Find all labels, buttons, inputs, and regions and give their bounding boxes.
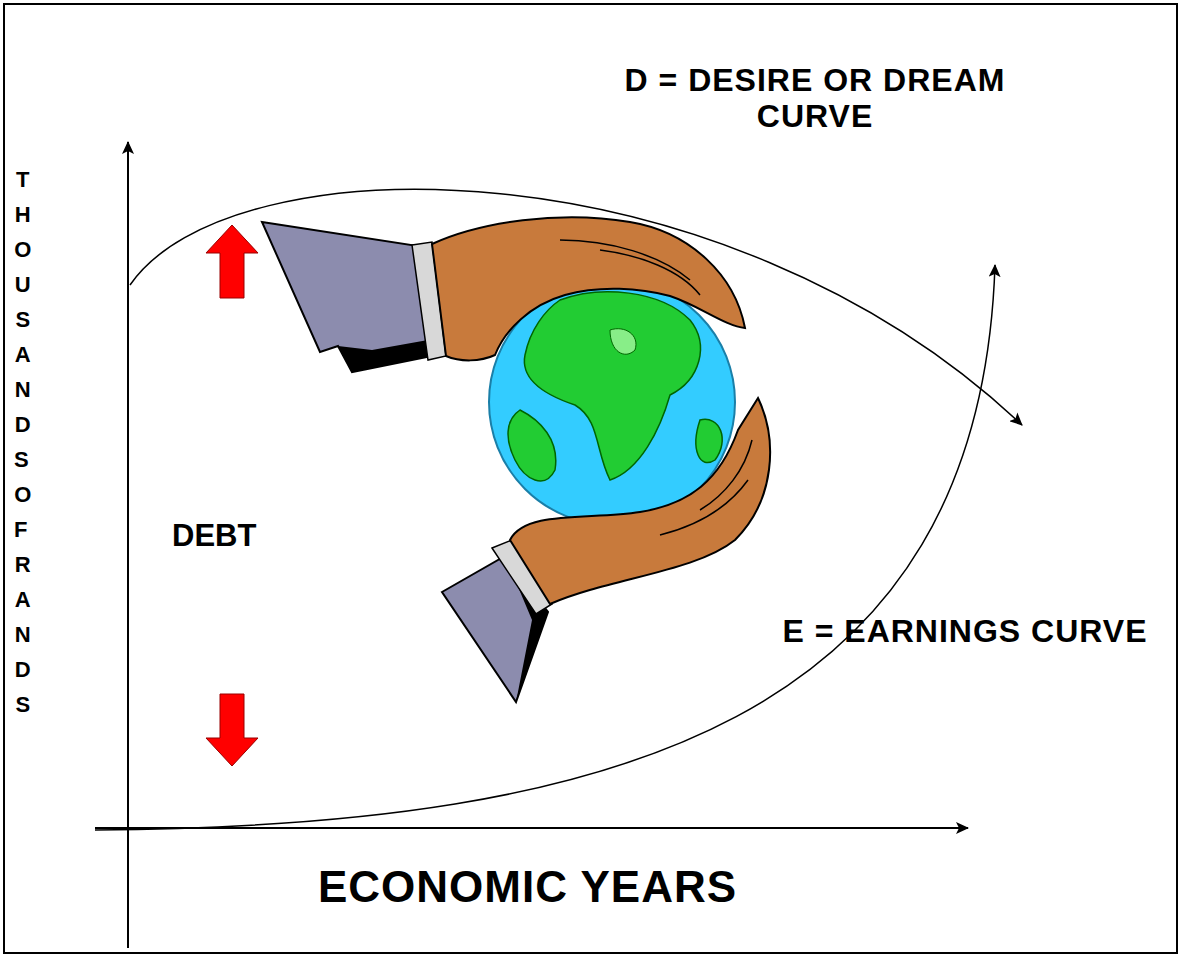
axis-label: THOUSANDS OF RANDS: [14, 162, 32, 722]
down-arrow: [206, 694, 258, 766]
axis-label: ECONOMIC YEARS: [318, 862, 737, 912]
hands-globe: [262, 217, 770, 702]
x-axis: [95, 827, 968, 829]
frame: [4, 4, 1177, 953]
up-arrow: [206, 225, 258, 298]
curve-label: D = DESIRE OR DREAM CURVE: [620, 62, 1010, 134]
curve-label: E = EARNINGS CURVE: [770, 612, 1160, 650]
earnings-curve: [95, 265, 995, 830]
region-label: DEBT: [172, 518, 256, 554]
